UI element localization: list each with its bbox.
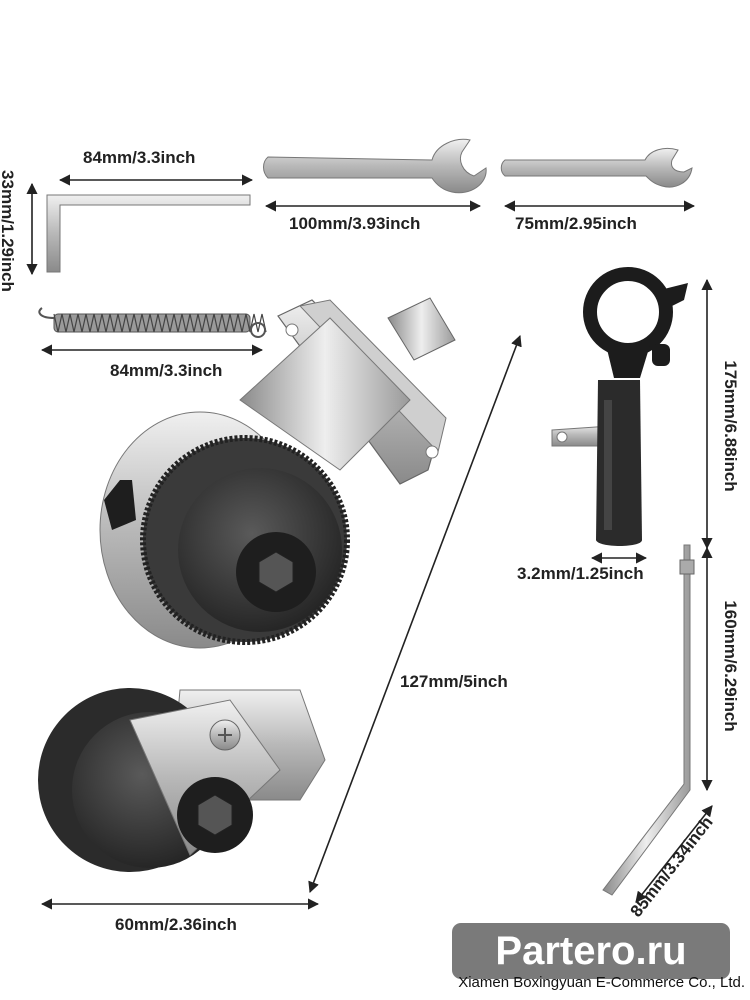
watermark-text: Partero.ru — [495, 928, 687, 973]
wrench-small-label: 75mm/2.95inch — [515, 214, 637, 233]
hex-key-icon — [46, 194, 251, 273]
watermark-badge: Partero.ru — [452, 923, 730, 979]
wrench-icon — [263, 138, 487, 194]
dimension-arrow-icon — [635, 805, 713, 903]
wrench-large-label: 100mm/3.93inch — [289, 214, 421, 233]
side-handle-icon — [551, 267, 688, 546]
tool-width-label: 60mm/2.36inch — [115, 915, 237, 934]
spring-icon — [38, 307, 267, 338]
hex-key-height-label: 33mm/1.29inch — [0, 170, 17, 292]
hex-key-length-label: 84mm/3.3inch — [83, 148, 196, 167]
spring-length-label: 84mm/3.3inch — [110, 361, 223, 380]
handle-width-label: 3.2mm/1.25inch — [517, 564, 644, 583]
tool-length-label: 127mm/5inch — [400, 672, 508, 691]
rod-length-label: 160mm/6.29inch — [721, 600, 740, 732]
dimension-arrow-icon — [308, 334, 522, 894]
wrench-icon — [500, 147, 693, 188]
company-name: Xiamen Boxingyuan E-Commerce Co., Ltd. — [458, 974, 745, 991]
handle-height-label: 175mm/6.88inch — [721, 360, 740, 492]
nibbler-attachment-icon — [38, 297, 456, 872]
